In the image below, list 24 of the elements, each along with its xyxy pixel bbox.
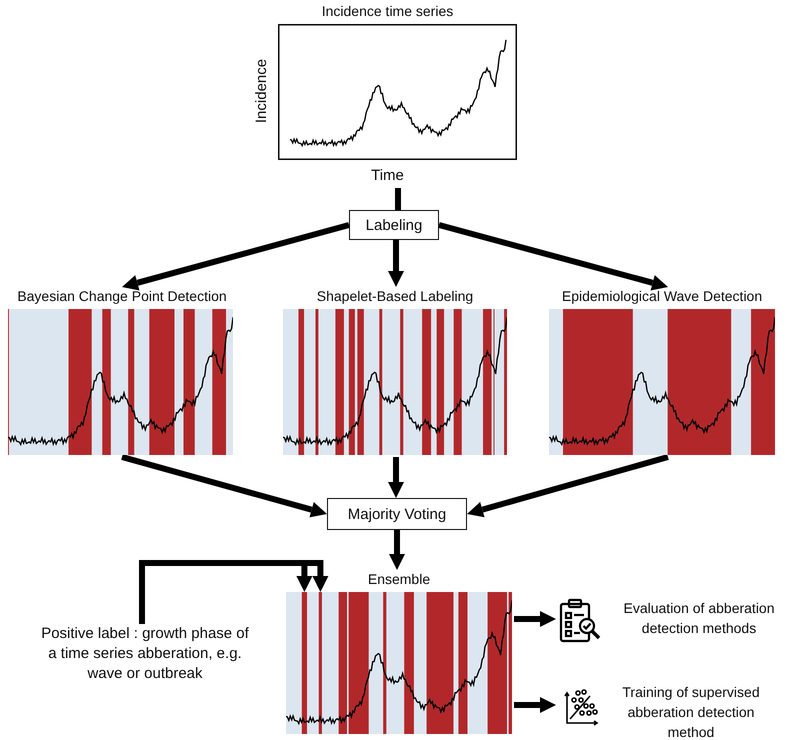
outcome-text: Training of supervised abberation detection method: [621, 683, 761, 740]
arrow: [122, 222, 350, 291]
arrow: [514, 697, 556, 713]
arrow: [121, 454, 328, 518]
chart-title: Epidemiological Wave Detection: [560, 287, 764, 305]
connector-line: [395, 188, 401, 210]
arrow: [388, 240, 404, 287]
axis-label: Incidence: [253, 58, 272, 124]
process-box: Labeling: [349, 210, 439, 240]
annotation-text: Positive label : growth phase of a time series abberation, e.g. wave or outbreak: [35, 624, 255, 684]
highlighted-stripe: [302, 592, 308, 734]
chart-title: Shapelet-Based Labeling: [316, 287, 474, 305]
arrow: [467, 454, 669, 518]
chart-title: Bayesian Change Point Detection: [16, 287, 228, 305]
process-box: Majority Voting: [327, 498, 467, 530]
arrow: [388, 457, 404, 498]
arrow: [514, 611, 556, 627]
chart-title: Incidence time series: [320, 2, 454, 20]
axis-label: Time: [370, 167, 405, 185]
highlighted-stripe: [318, 592, 322, 734]
arrow: [438, 222, 668, 291]
arrow: [389, 530, 405, 570]
outcome-text: Evaluation of abberation detection methods: [622, 599, 776, 638]
chart-title: Ensemble: [366, 570, 432, 588]
